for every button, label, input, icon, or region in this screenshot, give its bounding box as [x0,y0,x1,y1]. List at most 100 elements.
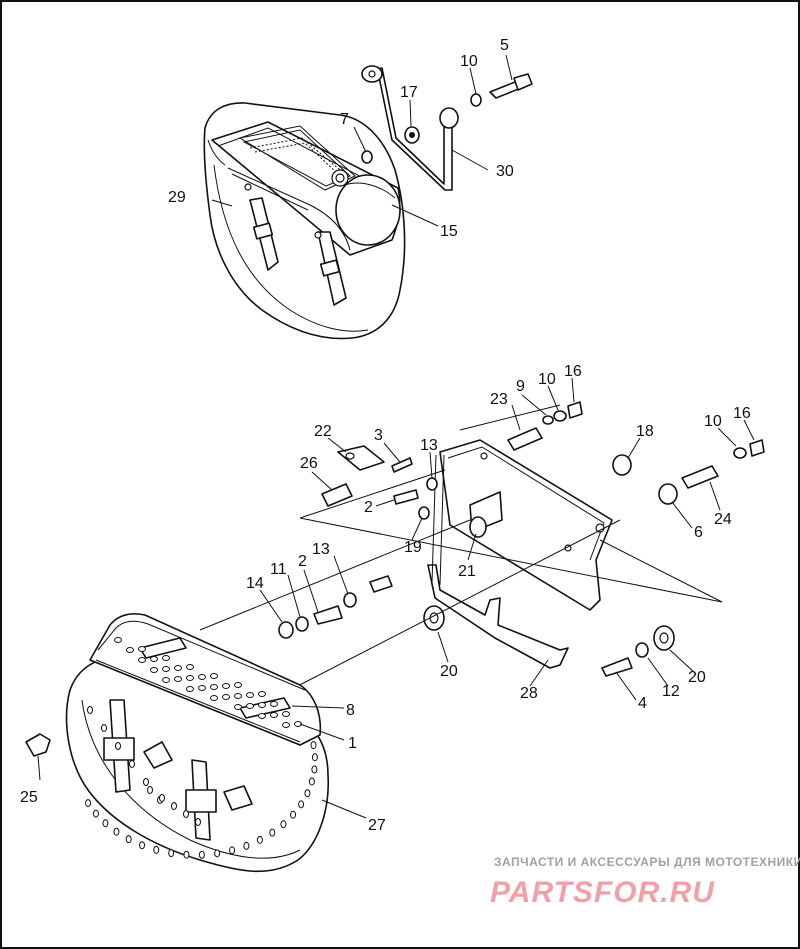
stud [198,850,205,859]
stud [234,682,242,688]
stud [210,673,218,679]
stud [115,742,121,750]
stud [85,799,92,808]
stud [280,820,287,829]
stud [168,849,175,858]
watermark-tagline: ЗАПЧАСТИ И АКСЕССУАРЫ ДЛЯ МОТОТЕХНИКИ [494,855,800,869]
callout-10-right: 10 [704,413,722,430]
stud [198,685,206,691]
stud [246,692,254,698]
callout-2-lower: 2 [298,553,307,570]
callout-28: 28 [520,685,538,702]
leader-lines [37,54,755,819]
callout-1: 1 [348,735,357,752]
callout-8: 8 [346,702,355,719]
stud [186,664,194,670]
stud [150,656,158,662]
stud [113,827,120,836]
stud [125,835,132,844]
stud [174,665,182,671]
stud [310,741,317,750]
spacers [423,401,765,651]
callout-7: 7 [340,111,349,128]
bracket-28 [427,454,569,669]
stud [258,691,266,697]
stud [102,819,109,828]
assembly-lines [199,404,723,691]
stud [162,666,170,672]
callout-16-right: 16 [733,405,751,422]
stud [282,711,290,717]
stud [162,677,170,683]
stud [234,704,242,710]
stud [214,849,221,858]
callout-19: 19 [404,539,422,556]
stud [229,846,236,855]
callout-14: 14 [246,575,264,592]
stud [162,655,170,661]
callout-20-right: 20 [688,669,706,686]
callout-15: 15 [440,223,458,240]
callout-20-left: 20 [440,663,458,680]
callout-18: 18 [636,423,654,440]
stud [198,674,206,680]
callout-29: 29 [168,189,186,206]
callout-9: 9 [516,378,525,395]
callout-17: 17 [400,84,418,101]
watermark: ЗАПЧАСТИ И АКСЕССУАРЫ ДЛЯ МОТОТЕХНИКИ PA… [490,855,800,909]
stud [290,810,297,819]
stud [258,702,266,708]
stud [308,777,315,786]
stud [269,828,276,837]
callout-6: 6 [694,524,703,541]
stud [126,647,134,653]
callout-13-upper: 13 [420,437,438,454]
stud [171,802,177,810]
callout-30: 30 [496,163,514,180]
callout-16-middle: 16 [564,363,582,380]
stud [311,765,318,774]
callout-24: 24 [714,511,732,528]
stud [129,760,135,768]
callout-4: 4 [638,695,647,712]
callout-11: 11 [270,561,287,578]
stud [153,845,160,854]
stud [311,753,318,762]
callouts: 1 2 2 3 4 5 6 7 8 9 10 10 10 11 12 13 13… [20,37,751,834]
stud [150,667,158,673]
stud [147,786,153,794]
callout-5: 5 [500,37,509,54]
stud [282,722,290,728]
stud [222,683,230,689]
callout-26: 26 [300,455,318,472]
watermark-brand: PARTSFOR.RU [490,876,715,909]
callout-23: 23 [490,391,508,408]
stud [210,684,218,690]
callout-12: 12 [662,683,680,700]
stud [294,721,302,727]
callout-10-top: 10 [460,53,478,70]
stud [258,713,266,719]
callout-2-upper: 2 [364,499,373,516]
callout-27: 27 [368,817,386,834]
callout-13-lower: 13 [312,541,330,558]
callout-3: 3 [374,427,383,444]
upper-bracket-30 [361,65,459,191]
stud [138,646,146,652]
callout-22: 22 [314,423,332,440]
stud [138,657,146,663]
stud [195,818,201,826]
left-hardware [278,445,649,677]
stud [256,835,263,844]
stud [222,694,230,700]
stud [183,810,189,818]
stud-pattern [85,637,318,859]
stud [243,841,250,850]
stud [101,724,107,732]
stud [234,693,242,699]
stud [270,701,278,707]
stud [298,800,305,809]
callout-10-middle: 10 [538,371,556,388]
